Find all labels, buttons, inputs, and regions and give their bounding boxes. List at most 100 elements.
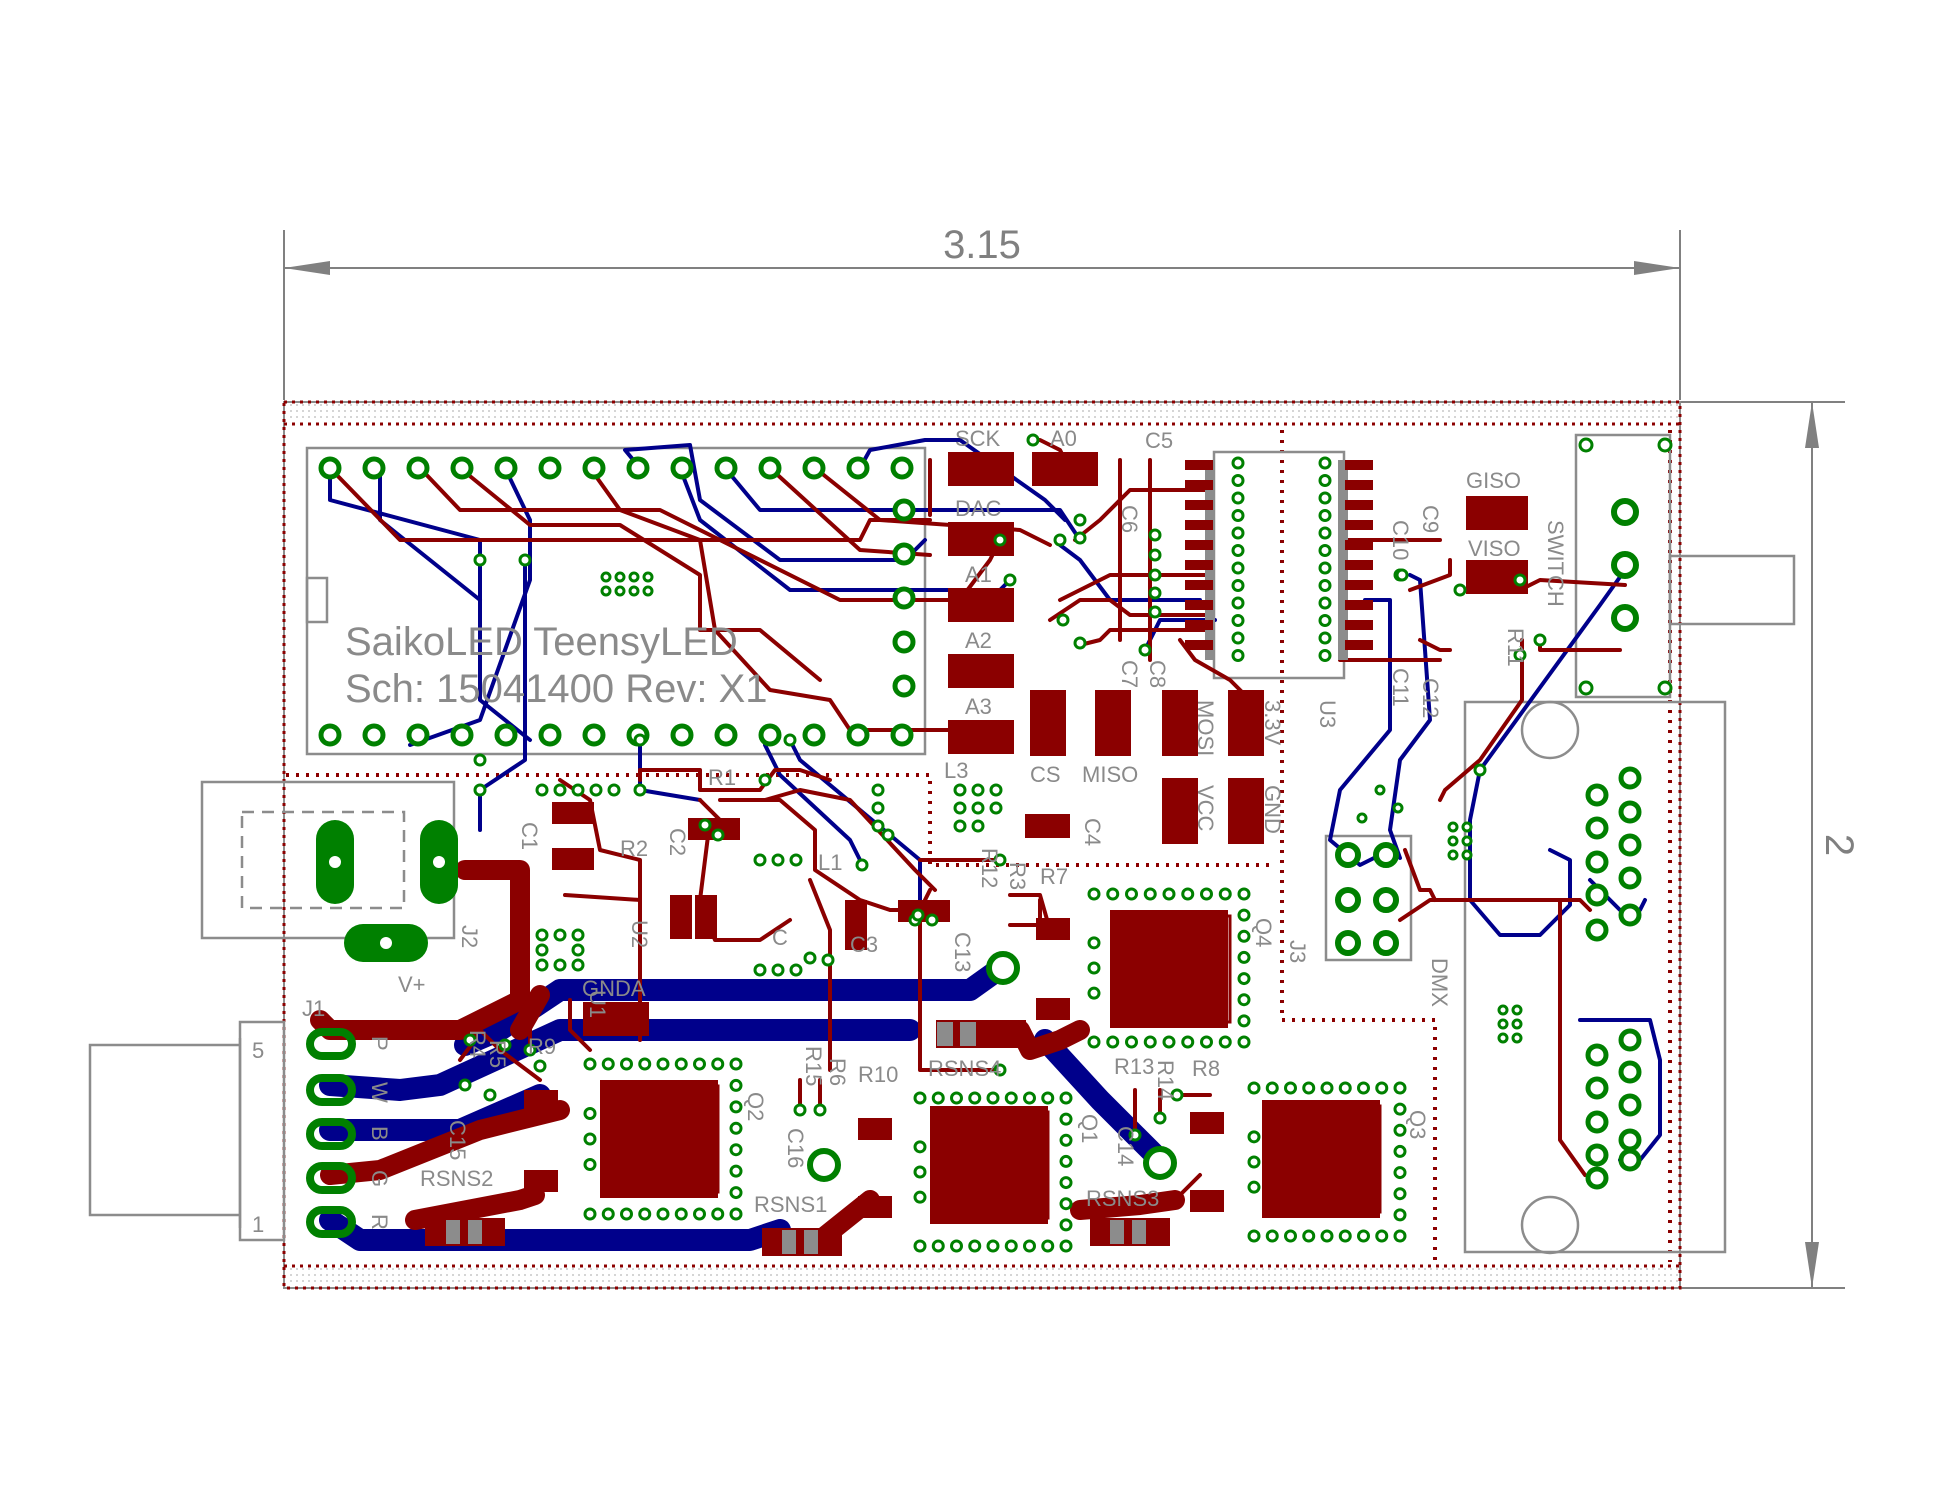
via: [989, 783, 1003, 797]
large-via: [986, 951, 1020, 985]
mosfet-via: [968, 1239, 982, 1253]
mosfet-via: [638, 1057, 652, 1071]
label-r14: R14: [1153, 1060, 1178, 1100]
mosfet-via: [1162, 1035, 1176, 1049]
mosfet-via: [950, 1239, 963, 1253]
label-c15: C15: [445, 1120, 470, 1160]
via: [1447, 849, 1459, 861]
dmx-pin: [1585, 883, 1609, 907]
via: [1513, 648, 1527, 662]
label-vplus: V+: [398, 972, 426, 997]
mosfet-via: [968, 1091, 982, 1105]
mosfet-via: [1284, 1229, 1297, 1243]
mosfet-via: [1059, 1112, 1073, 1126]
via: [953, 801, 967, 815]
via: [1461, 821, 1473, 833]
mosfet-via: [1357, 1229, 1370, 1243]
u3-pin: [1318, 631, 1332, 645]
smd-pads: [425, 452, 1528, 1256]
label-r1: R1: [708, 765, 736, 790]
via: [642, 571, 654, 583]
mosfet-via: [1059, 1091, 1073, 1105]
mosfet-via: [1247, 1155, 1261, 1169]
via: [600, 585, 612, 597]
label-c2: C2: [665, 828, 690, 856]
via: [971, 783, 985, 797]
mosfet-via: [986, 1239, 1000, 1253]
teensy-pin: [892, 630, 916, 654]
label-sck: SCK: [955, 426, 1001, 451]
via: [553, 958, 567, 972]
via: [535, 958, 549, 972]
via: [783, 733, 797, 747]
mosfet-via: [1181, 887, 1195, 901]
dimension-height: 2: [1680, 401, 1861, 1289]
label-w: W: [367, 1082, 392, 1103]
label-viso: VISO: [1468, 536, 1521, 561]
label-c6: C6: [1117, 505, 1142, 533]
via: [911, 908, 925, 922]
label-pin5: 5: [252, 1038, 264, 1063]
label-a2: A2: [965, 628, 992, 653]
dmx-pin: [1585, 1076, 1609, 1100]
label-j1: J1: [302, 996, 325, 1021]
mosfet-via: [1041, 1091, 1055, 1105]
u3-pin: [1231, 579, 1245, 592]
teensy-pin: [670, 723, 694, 747]
via: [1356, 812, 1368, 824]
teensy-pin: [406, 456, 430, 480]
via: [523, 1043, 537, 1057]
via: [589, 783, 603, 797]
via: [1003, 573, 1017, 587]
mosfet-via: [674, 1207, 688, 1221]
via: [871, 783, 885, 797]
dmx-pin: [1618, 1060, 1642, 1084]
label-vcc: VCC: [1193, 785, 1218, 832]
label-c12: C12: [1418, 678, 1443, 718]
label-u1: U1: [585, 990, 610, 1018]
label-c3: C3: [850, 932, 878, 957]
via: [1148, 548, 1162, 562]
mosfet-via: [1237, 993, 1251, 1007]
label-gnd: GND: [1260, 785, 1285, 834]
teensy-pin: [362, 456, 386, 480]
mosfet-via: [1162, 887, 1176, 901]
via: [1148, 586, 1162, 600]
label-rsns1: RSNS1: [754, 1192, 827, 1217]
via: [1148, 528, 1162, 542]
silkscreen-labels: SaikoLED TeensyLED Sch: 15041400 Rev: X1…: [252, 426, 1568, 1237]
teensy-pin: [890, 456, 914, 480]
teensy-pin: [714, 723, 738, 747]
mosfet-via: [729, 1100, 743, 1114]
via: [607, 783, 621, 797]
via: [614, 585, 626, 597]
mosfet-via: [1375, 1229, 1389, 1243]
dmx-pin: [1585, 918, 1609, 942]
via: [571, 928, 585, 942]
via: [1533, 633, 1547, 647]
via: [1447, 835, 1459, 847]
label-c14: C14: [1113, 1126, 1138, 1166]
mosfet-via: [729, 1143, 743, 1157]
label-r2: R2: [620, 836, 648, 861]
mosfet-via: [729, 1078, 743, 1092]
via: [571, 783, 585, 797]
mosfet-via: [1059, 1133, 1073, 1147]
dmx-pin: [1618, 800, 1642, 824]
label-switch: SWITCH: [1543, 520, 1568, 607]
label-c10: C10: [1388, 520, 1413, 560]
label-r12: R12: [977, 848, 1002, 888]
via: [1497, 1032, 1509, 1044]
label-l3: L3: [944, 758, 968, 783]
label-u3: U3: [1315, 700, 1340, 728]
dmx-pin: [1618, 1028, 1642, 1052]
label-r4: R4: [465, 1030, 490, 1058]
label-c11: C11: [1388, 668, 1413, 707]
via: [553, 783, 567, 797]
teensy-pin: [846, 456, 870, 480]
mosfet-via: [583, 1132, 597, 1146]
label-r15: R15: [801, 1046, 826, 1086]
dmx-pin: [1618, 1128, 1642, 1152]
via: [535, 928, 549, 942]
via: [483, 1088, 497, 1102]
